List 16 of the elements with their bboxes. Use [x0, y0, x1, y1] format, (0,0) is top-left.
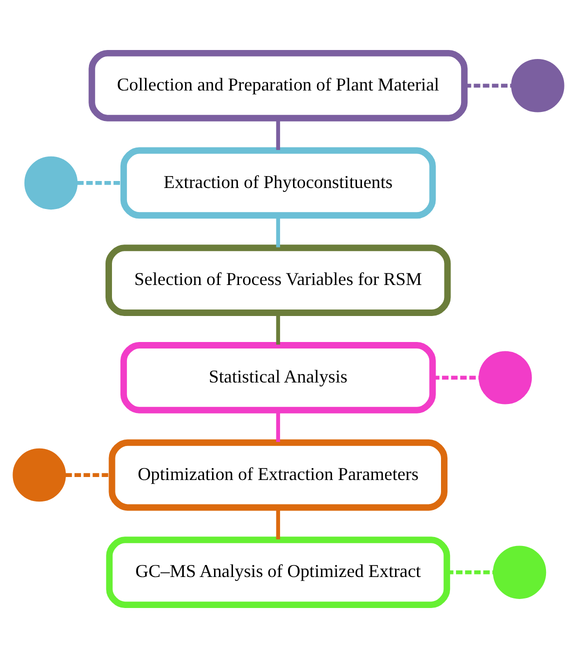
node-circle: [24, 156, 78, 210]
node-circle: [12, 448, 66, 502]
connector: [432, 375, 480, 380]
node-box: GC–MS Analysis of Optimized Extract: [106, 536, 450, 608]
connector: [77, 180, 124, 184]
node-box: Statistical Analysis: [120, 341, 436, 413]
node-circle: [511, 58, 564, 112]
node-circle: [492, 545, 546, 598]
connector: [464, 83, 512, 88]
connector: [276, 410, 280, 442]
node-box: Optimization of Extraction Parameters: [108, 438, 448, 510]
connector: [276, 118, 280, 150]
node-box: Selection of Process Variables for RSM: [106, 244, 451, 316]
node-box: Collection and Preparation of Plant Material: [88, 49, 468, 121]
node-circle: [478, 350, 532, 404]
node-box: Extraction of Phytoconstituents: [120, 146, 436, 218]
